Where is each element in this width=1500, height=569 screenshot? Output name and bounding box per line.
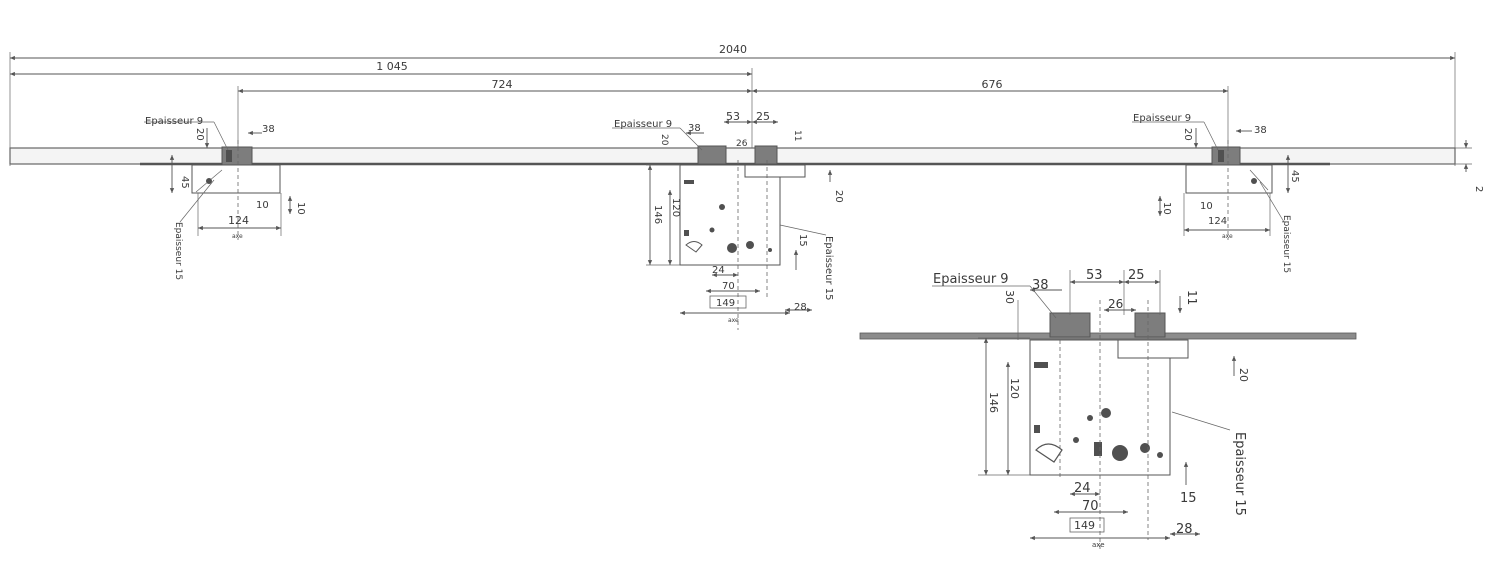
center-dim-28: 28: [794, 302, 807, 313]
center-dim-25: 25: [756, 110, 770, 123]
detail-dim-53: 53: [1086, 268, 1103, 283]
left-dim-10a: 10: [256, 200, 269, 211]
left-axis: axe: [232, 233, 243, 240]
detail-dim-30: 30: [1003, 290, 1016, 304]
center-dim-24: 24: [712, 265, 725, 276]
detail-dim-38: 38: [1032, 278, 1049, 293]
left-dim-45: 45: [179, 176, 190, 189]
center-thickness-side: Epaisseur 15: [823, 236, 834, 301]
center-dim-15: 15: [797, 234, 808, 247]
detail-lock: 146 120 30 38 Epaisseur 9 53 25 26 11 20…: [859, 268, 1357, 550]
detail-dim-28: 28: [1176, 522, 1193, 537]
left-dim-10b: 10: [295, 202, 306, 215]
right-thickness-bottom: Epaisseur 15: [1281, 215, 1291, 273]
right-dim-20: 20: [1182, 128, 1193, 141]
left-thickness-top: Epaisseur 9: [145, 116, 203, 127]
center-dim-26: 26: [736, 139, 748, 149]
detail-dim-146: 146: [987, 392, 1000, 413]
detail-axis: axe: [1092, 541, 1105, 549]
center-dim-20b: 20: [833, 190, 844, 203]
overall-dimensions: 2040 1 045 724 676: [9, 43, 1456, 166]
detail-dim-70: 70: [1082, 499, 1099, 514]
center-dim-53: 53: [726, 110, 740, 123]
dim-side-thickness: 2: [1473, 186, 1484, 192]
detail-dim-149: 149: [1074, 519, 1095, 532]
detail-thickness-side: Epaisseur 15: [1232, 432, 1247, 516]
center-dim-11: 11: [792, 130, 802, 141]
detail-dim-120: 120: [1008, 378, 1021, 399]
faceplate-bar: 2: [9, 140, 1484, 192]
right-dim-124: 124: [1208, 216, 1227, 227]
right-dim-10a: 10: [1200, 201, 1213, 212]
center-thickness-top: Epaisseur 9: [614, 119, 672, 130]
left-dim-124: 124: [228, 214, 249, 227]
center-dim-20: 20: [659, 134, 669, 146]
detail-dim-20: 20: [1237, 368, 1250, 382]
detail-dim-15: 15: [1180, 491, 1197, 506]
right-dim-38: 38: [1254, 125, 1267, 136]
dim-center-to-bottom: 676: [982, 78, 1003, 91]
right-dim-45: 45: [1289, 170, 1300, 183]
detail-thickness-top: Epaisseur 9: [933, 272, 1009, 287]
center-axis: axe: [728, 317, 739, 324]
right-axis: axe: [1222, 233, 1233, 240]
detail-dim-26: 26: [1108, 297, 1123, 311]
right-dim-10b: 10: [1161, 202, 1172, 215]
detail-dim-24: 24: [1074, 481, 1091, 496]
dim-to-center: 1 045: [376, 60, 408, 73]
right-thickness-top: Epaisseur 9: [1133, 113, 1191, 124]
dim-overall-length: 2040: [719, 43, 747, 56]
center-lock: 146 120 38 20 53 25 26 11 Epaisseur 9 Ep…: [612, 110, 844, 330]
left-dim-20: 20: [194, 128, 205, 141]
left-thickness-bottom: Epaisseur 15: [173, 222, 183, 280]
detail-dim-25: 25: [1128, 268, 1145, 283]
center-dim-146: 146: [652, 205, 663, 224]
right-lock: 124 axe 45 20 38 Epaisseur 9 Epaisseur 1…: [1132, 113, 1300, 273]
dim-center-to-top: 724: [492, 78, 513, 91]
center-dim-120: 120: [670, 198, 681, 217]
center-dim-149: 149: [716, 298, 735, 309]
left-dim-38: 38: [262, 124, 275, 135]
center-dim-38: 38: [688, 123, 701, 134]
detail-dim-11: 11: [1185, 290, 1199, 305]
left-lock: 124 axe 45 20 38 Epaisseur 9 Epaisseur 1…: [144, 116, 306, 280]
center-dim-70: 70: [722, 281, 735, 292]
